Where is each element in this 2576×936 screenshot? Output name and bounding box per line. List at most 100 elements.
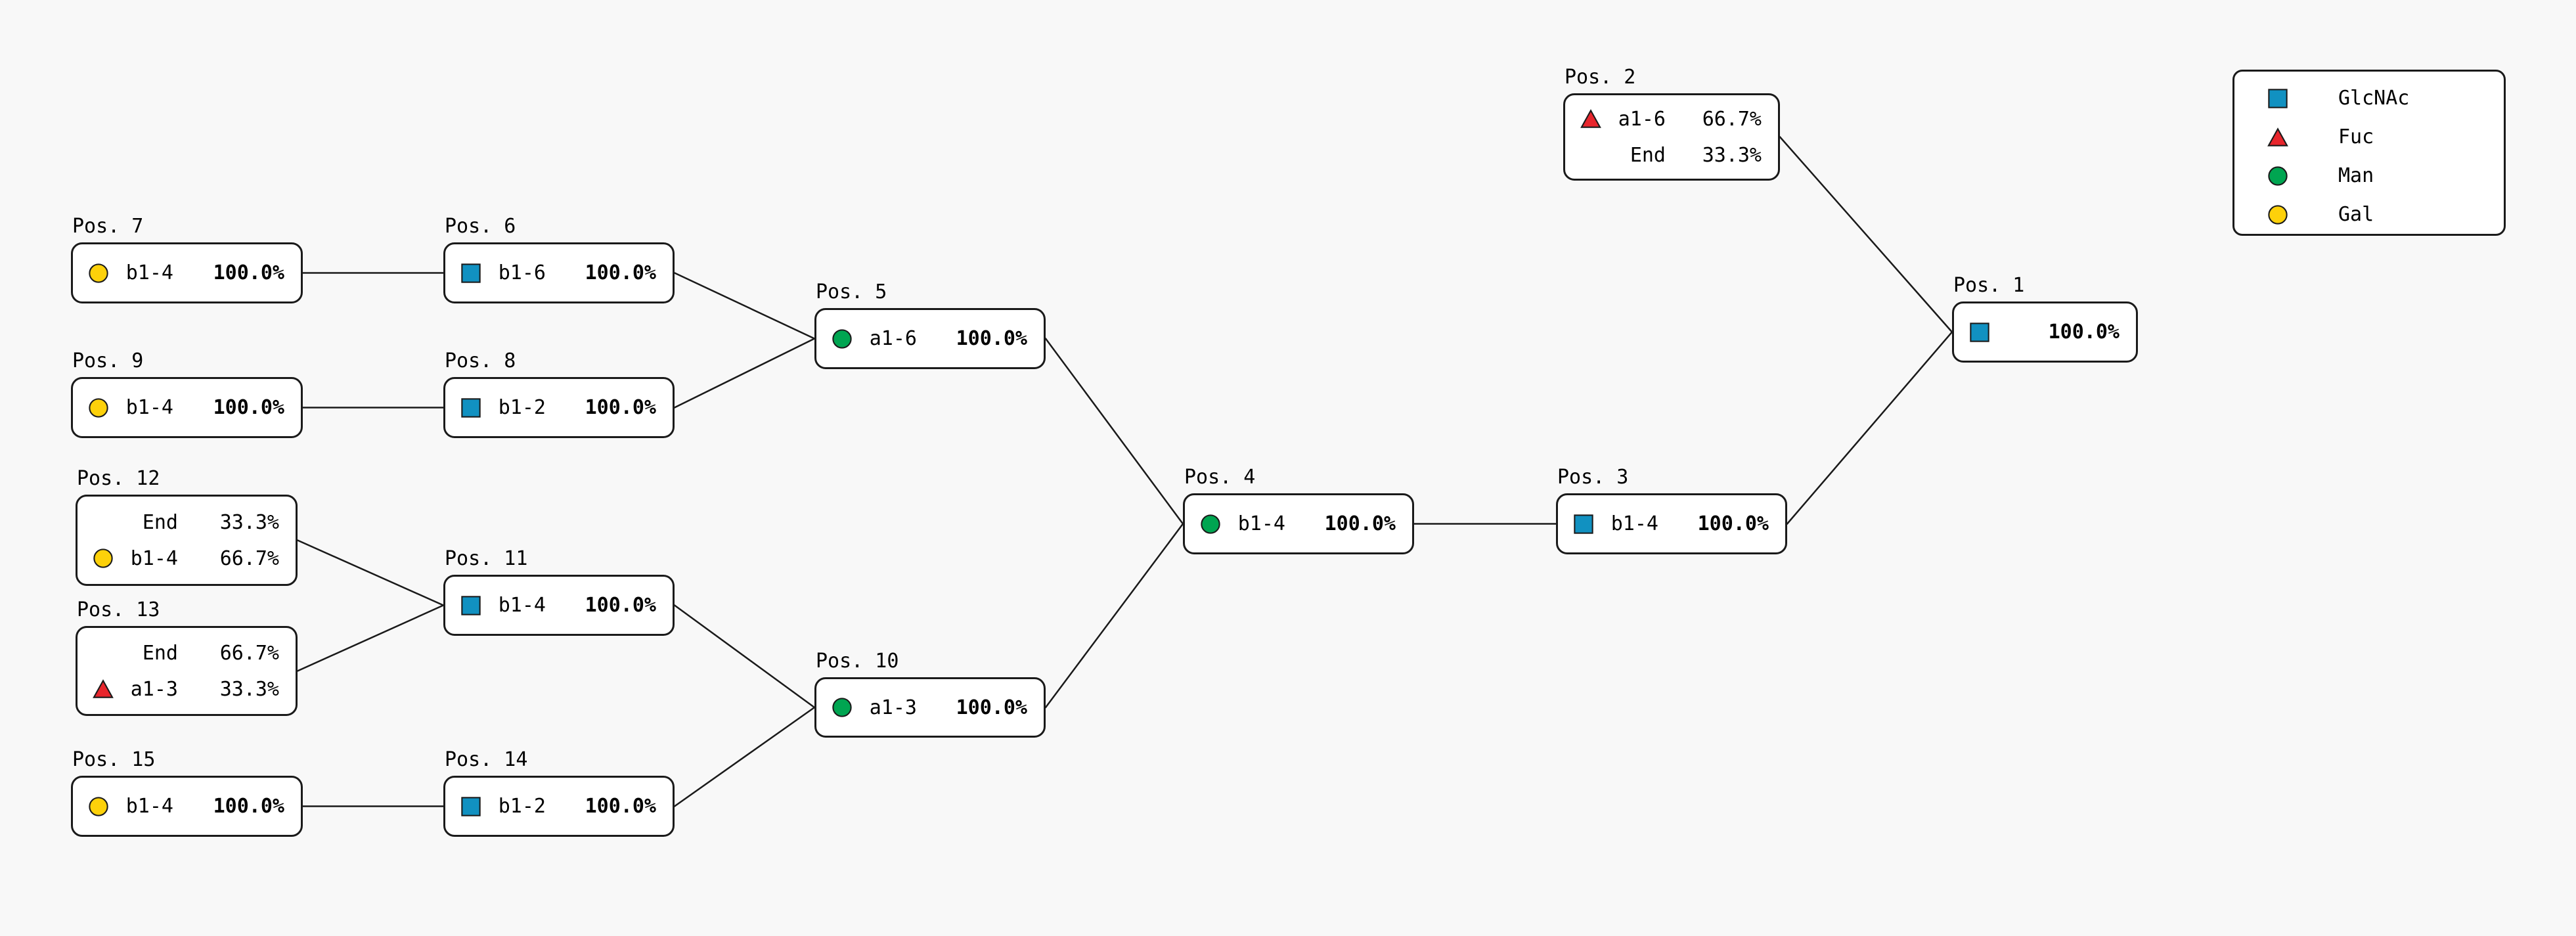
- legend-item-glcnac: GlcNAc: [2234, 79, 2504, 118]
- node-row: 100.0%: [1954, 314, 2136, 350]
- icon-slot: [2267, 166, 2288, 187]
- icon-slot: [1969, 322, 1990, 343]
- node-title-pos-5: Pos. 5: [816, 280, 887, 303]
- linkage-label: b1-4: [1610, 512, 1658, 535]
- linkage-label: a1-6: [869, 327, 917, 350]
- icon-slot: [88, 397, 109, 418]
- edge-10-4: [1044, 523, 1184, 709]
- node-row: a1-6 100.0%: [816, 321, 1044, 357]
- linkage-label: b1-4: [125, 795, 173, 818]
- linkage-label: b1-4: [498, 594, 546, 617]
- fuc-icon: [2267, 127, 2288, 146]
- edge-3-1: [1786, 331, 1953, 525]
- icon-slot: [460, 263, 481, 284]
- percent-label: 100.0%: [213, 261, 284, 284]
- man-icon: [2268, 166, 2288, 186]
- linkage-label: a1-3: [130, 677, 178, 701]
- node-pos-7: b1-4 100.0%: [71, 242, 303, 303]
- glcnac-icon: [1574, 514, 1593, 534]
- legend-item-man: Man: [2234, 156, 2504, 195]
- node-pos-5: a1-6 100.0%: [814, 308, 1046, 369]
- icon-slot: [460, 397, 481, 418]
- edge-2-1: [1779, 136, 1953, 333]
- linkage-label: b1-4: [125, 261, 173, 284]
- gal-icon: [93, 548, 113, 568]
- icon-slot: [88, 263, 109, 284]
- linkage-label: End: [1630, 143, 1666, 167]
- node-title-pos-10: Pos. 10: [816, 650, 899, 673]
- icon-slot: [2267, 88, 2288, 109]
- linkage-label: b1-4: [130, 546, 178, 570]
- icon-slot: [832, 697, 853, 718]
- linkage-label: b1-2: [498, 396, 546, 419]
- icon-slot: [2267, 127, 2288, 148]
- node-pos-11: b1-4 100.0%: [443, 575, 675, 636]
- percent-label: 100.0%: [1697, 512, 1769, 535]
- node-title-pos-3: Pos. 3: [1557, 466, 1629, 489]
- man-icon: [832, 328, 852, 349]
- man-icon: [832, 698, 852, 717]
- node-pos-3: b1-4 100.0%: [1556, 493, 1787, 554]
- percent-label: 100.0%: [2048, 321, 2120, 344]
- legend-label: Gal: [2338, 203, 2374, 226]
- legend-label: Fuc: [2338, 125, 2374, 148]
- percent-label: 33.3%: [1702, 143, 1762, 167]
- percent-label: 100.0%: [956, 327, 1027, 350]
- gal-icon: [89, 263, 108, 283]
- icon-slot: [88, 796, 109, 817]
- legend-label: Man: [2338, 164, 2374, 187]
- glcnac-icon: [1970, 322, 1989, 342]
- node-title-pos-7: Pos. 7: [72, 215, 144, 238]
- icon-slot: [832, 328, 853, 349]
- linkage-label: b1-4: [1237, 512, 1285, 535]
- percent-label: 66.7%: [219, 546, 279, 570]
- node-title-pos-11: Pos. 11: [445, 547, 528, 570]
- edge-5-4: [1044, 338, 1184, 525]
- node-title-pos-2: Pos. 2: [1565, 66, 1636, 89]
- percent-label: 100.0%: [585, 594, 656, 617]
- edge-12-11: [296, 539, 445, 606]
- linkage-label: a1-3: [869, 696, 917, 719]
- edge-8-5: [673, 338, 816, 409]
- legend-label: GlcNAc: [2338, 87, 2410, 110]
- linkage-label: End: [142, 641, 178, 665]
- edge-6-5: [673, 272, 816, 340]
- icon-slot: [1580, 108, 1601, 129]
- glcnac-icon: [461, 397, 481, 418]
- node-pos-1: 100.0%: [1952, 301, 2138, 363]
- node-row: b1-4 100.0%: [445, 587, 673, 623]
- fuc-icon: [93, 679, 114, 698]
- node-title-pos-8: Pos. 8: [445, 349, 516, 372]
- icon-slot: [2267, 204, 2288, 225]
- legend-item-fuc: Fuc: [2234, 118, 2504, 156]
- edge-11-10: [673, 604, 816, 709]
- node-row: End 33.3%: [1565, 137, 1778, 173]
- node-row: b1-4 66.7%: [78, 541, 296, 577]
- icon-slot-empty: [93, 642, 114, 663]
- linkage-label: a1-6: [1618, 107, 1666, 131]
- percent-label: 33.3%: [219, 510, 279, 534]
- node-title-pos-6: Pos. 6: [445, 215, 516, 238]
- node-title-pos-9: Pos. 9: [72, 349, 144, 372]
- man-icon: [1201, 514, 1220, 534]
- icon-slot: [93, 679, 114, 700]
